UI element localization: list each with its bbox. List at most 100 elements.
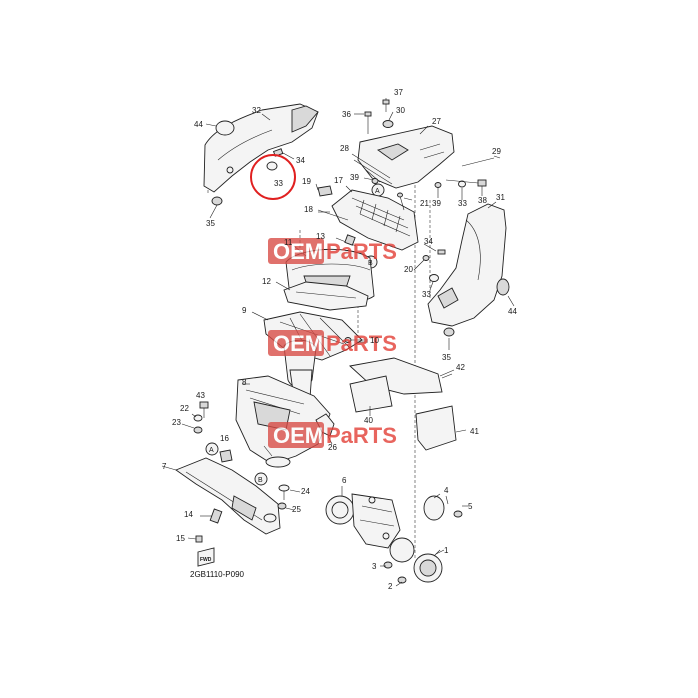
callout-34: 34 [296,156,305,165]
callout-6: 6 [342,476,347,485]
part-4-5-clamp[interactable] [423,495,468,521]
part-1-joint[interactable] [413,549,445,583]
part-28-clip[interactable] [351,153,393,185]
ref-label-B: B [258,477,263,484]
callout-34: 34 [424,237,433,246]
callout-30: 30 [396,106,405,115]
part-2-bolt[interactable] [395,576,407,587]
callout-42: 42 [456,363,465,372]
part-44-grommet-upper[interactable] [205,120,235,136]
callout-44: 44 [508,307,517,316]
callout-2: 2 [388,582,393,591]
callout-10: 10 [370,336,379,345]
part-33-damper-right[interactable] [429,274,439,291]
callout-36: 36 [342,110,351,119]
watermark-text-a: OEM [273,239,323,264]
part-34-clip-right[interactable] [423,243,446,255]
part-6-throttle-body[interactable] [325,493,401,549]
callout-35: 35 [206,219,215,228]
part-18-clip[interactable] [317,209,349,221]
callout-labels: 44 32 34 33 35 36 37 30 27 28 29 39 A 19… [162,88,517,591]
ref-marker-A-bottom [205,442,219,456]
callout-12: 12 [262,277,271,286]
callout-3: 3 [372,562,377,571]
leader-lines [242,113,497,567]
callout-39: 39 [350,173,359,182]
callout-19: 19 [302,177,311,186]
callout-32: 32 [252,106,261,115]
callout-21: 21 [420,199,429,208]
part-39-38-33-hardware[interactable] [434,179,487,200]
part-37-pin[interactable] [382,98,390,112]
part-3-clamp[interactable] [383,537,415,569]
callout-9: 9 [242,306,247,315]
callout-37: 37 [394,88,403,97]
part-24-25-fittings[interactable] [277,484,301,511]
part-15-plug[interactable] [187,535,203,543]
highlight-circle [250,154,296,200]
part-30-nut[interactable] [382,111,394,128]
part-43-22-23-hardware[interactable] [181,401,209,434]
diagram-code: 2GB1110-P090 [190,570,245,579]
ref-label-A: A [375,188,380,195]
callout-18: 18 [304,205,313,214]
callout-28: 28 [340,144,349,153]
part-31-side-cover[interactable] [427,203,507,327]
ref-label-B: B [368,260,373,267]
callout-17: 17 [334,176,343,185]
part-20-bolt[interactable] [413,255,430,271]
watermark-3: OEM PaRTS [268,422,397,448]
callout-33: 33 [274,179,283,188]
part-29-rod[interactable] [461,155,501,167]
callout-15: 15 [176,534,185,543]
part-35-grommet-right[interactable] [443,327,455,350]
part-39-bolt-a[interactable] [363,177,379,184]
watermark-text-b: PaRTS [326,239,397,264]
part-19-bracket[interactable] [317,185,333,197]
callout-22: 22 [180,404,189,413]
part-36-bolt[interactable] [354,111,372,134]
callout-31: 31 [496,193,505,202]
part-10-clamp[interactable] [344,337,368,343]
callout-11: 11 [284,238,293,247]
watermark-2: OEM PaRTS [268,330,397,356]
callout-44: 44 [194,120,203,129]
callout-33: 33 [422,290,431,299]
callout-38: 38 [478,196,487,205]
part-17-mesh-bracket[interactable] [331,189,419,251]
watermark-text-b: PaRTS [326,423,397,448]
callout-8: 8 [242,378,247,387]
callout-39: 39 [432,199,441,208]
part-33-damper-highlighted[interactable] [250,154,296,200]
part-35-grommet-upper[interactable] [209,196,223,219]
part-32-side-cover[interactable] [203,103,319,193]
callout-27: 27 [432,117,441,126]
part-21-screw[interactable] [397,192,405,211]
part-13-bolt[interactable] [335,234,357,247]
callout-43: 43 [196,391,205,400]
callout-13: 13 [316,232,325,241]
watermark-text-a: OEM [273,331,323,356]
callout-29: 29 [492,147,501,156]
ref-label-A: A [209,447,214,454]
part-14-sensor[interactable] [200,508,223,524]
callout-40: 40 [364,416,373,425]
callout-7: 7 [162,462,167,471]
watermark-text-b: PaRTS [326,331,397,356]
part-12-filter-frame[interactable] [283,281,369,311]
part-44-grommet-right[interactable] [496,278,515,307]
part-16-clip[interactable] [219,449,233,463]
watermark-1: OEM PaRTS [268,238,397,264]
part-41-duct-panel[interactable] [415,405,467,451]
part-27-top-cover[interactable] [357,125,455,189]
watermark-text-a: OEM [273,423,323,448]
part-40-duct[interactable] [349,375,393,416]
part-8-air-box[interactable] [235,375,331,468]
callout-33: 33 [458,199,467,208]
ref-marker-B-bottom [254,472,268,486]
callout-26: 26 [328,443,337,452]
part-7-bottom-tray[interactable] [161,457,281,535]
fwd-arrow: FWD [197,547,215,567]
callout-20: 20 [404,265,413,274]
